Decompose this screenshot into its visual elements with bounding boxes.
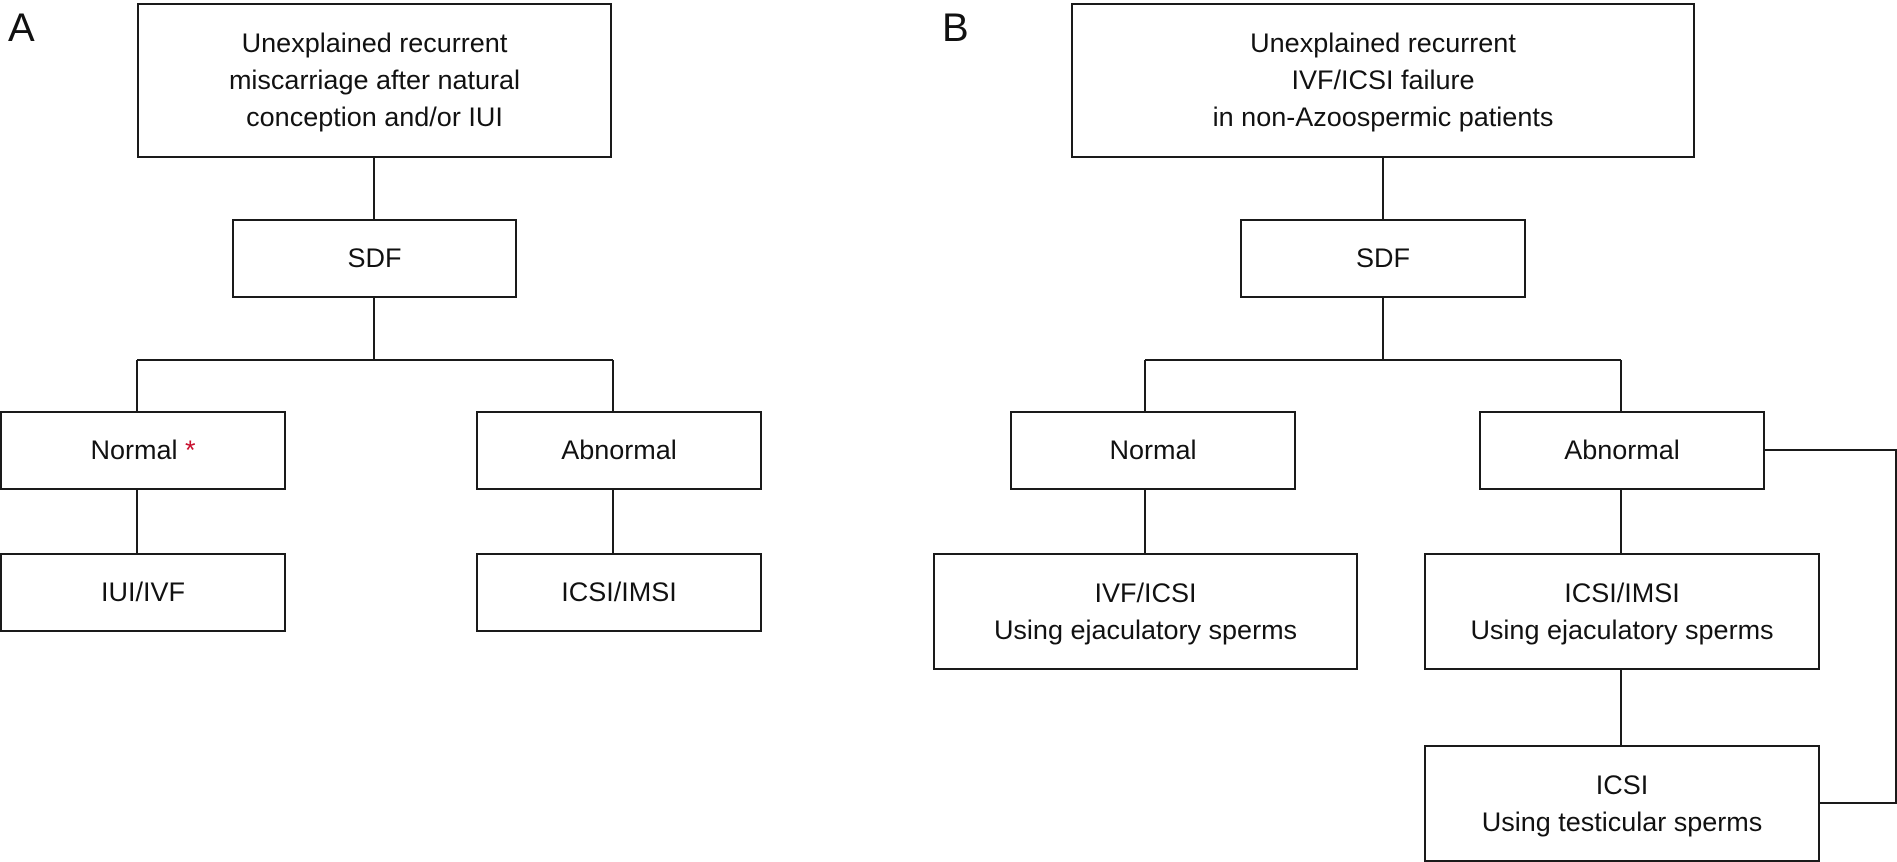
node-a-root: Unexplained recurrent miscarriage after … xyxy=(137,3,612,158)
node-b-abnormal: Abnormal xyxy=(1479,411,1765,490)
node-b-root-line-1: Unexplained recurrent xyxy=(1250,28,1516,58)
node-a-abnormal: Abnormal xyxy=(476,411,762,490)
asterisk-marker: * xyxy=(185,435,196,465)
panel-label-a: A xyxy=(8,6,35,50)
node-a-normal: Normal * xyxy=(0,411,286,490)
node-b-sdf-label: SDF xyxy=(1356,243,1410,273)
node-b-abnormal-label: Abnormal xyxy=(1564,435,1680,465)
panel-label-b: B xyxy=(942,6,969,50)
node-a-normal-label: Normal xyxy=(90,435,178,465)
node-b-normal-treatment-line-2: Using ejaculatory sperms xyxy=(993,614,1298,645)
node-a-root-line-2: miscarriage after natural xyxy=(228,65,521,95)
node-a-root-line-1: Unexplained recurrent xyxy=(241,28,508,58)
node-a-abnormal-label: Abnormal xyxy=(561,435,677,465)
node-b-testicular-treatment-line-1: ICSI xyxy=(1595,769,1649,800)
node-a-abnormal-treatment: ICSI/IMSI xyxy=(476,553,762,632)
node-b-root: Unexplained recurrent IVF/ICSI failure i… xyxy=(1071,3,1695,158)
node-a-normal-text: Normal * xyxy=(90,432,195,469)
node-b-normal: Normal xyxy=(1010,411,1296,490)
node-b-root-line-2: IVF/ICSI failure xyxy=(1291,65,1475,95)
node-b-normal-treatment-line-1: IVF/ICSI xyxy=(1094,577,1197,608)
node-b-abnormal-treatment: ICSI/IMSI Using ejaculatory sperms xyxy=(1424,553,1820,670)
node-b-abnormal-treatment-line-2: Using ejaculatory sperms xyxy=(1470,614,1774,645)
node-b-normal-label: Normal xyxy=(1109,435,1197,465)
node-a-normal-treatment-label: IUI/IVF xyxy=(100,577,185,607)
node-b-normal-treatment: IVF/ICSI Using ejaculatory sperms xyxy=(933,553,1358,670)
node-b-abnormal-treatment-line-1: ICSI/IMSI xyxy=(1564,577,1680,608)
node-b-testicular-treatment-line-2: Using testicular sperms xyxy=(1481,806,1763,837)
node-b-sdf: SDF xyxy=(1240,219,1526,298)
node-a-root-line-3: conception and/or IUI xyxy=(246,102,503,132)
node-a-sdf-label: SDF xyxy=(347,243,402,273)
node-a-abnormal-treatment-label: ICSI/IMSI xyxy=(561,577,677,607)
node-b-testicular-treatment: ICSI Using testicular sperms xyxy=(1424,745,1820,862)
node-a-normal-treatment: IUI/IVF xyxy=(0,553,286,632)
connector-b-abnormal-bypass xyxy=(1764,449,1897,804)
node-b-root-line-3: in non-Azoospermic patients xyxy=(1212,102,1554,132)
node-a-sdf: SDF xyxy=(232,219,517,298)
